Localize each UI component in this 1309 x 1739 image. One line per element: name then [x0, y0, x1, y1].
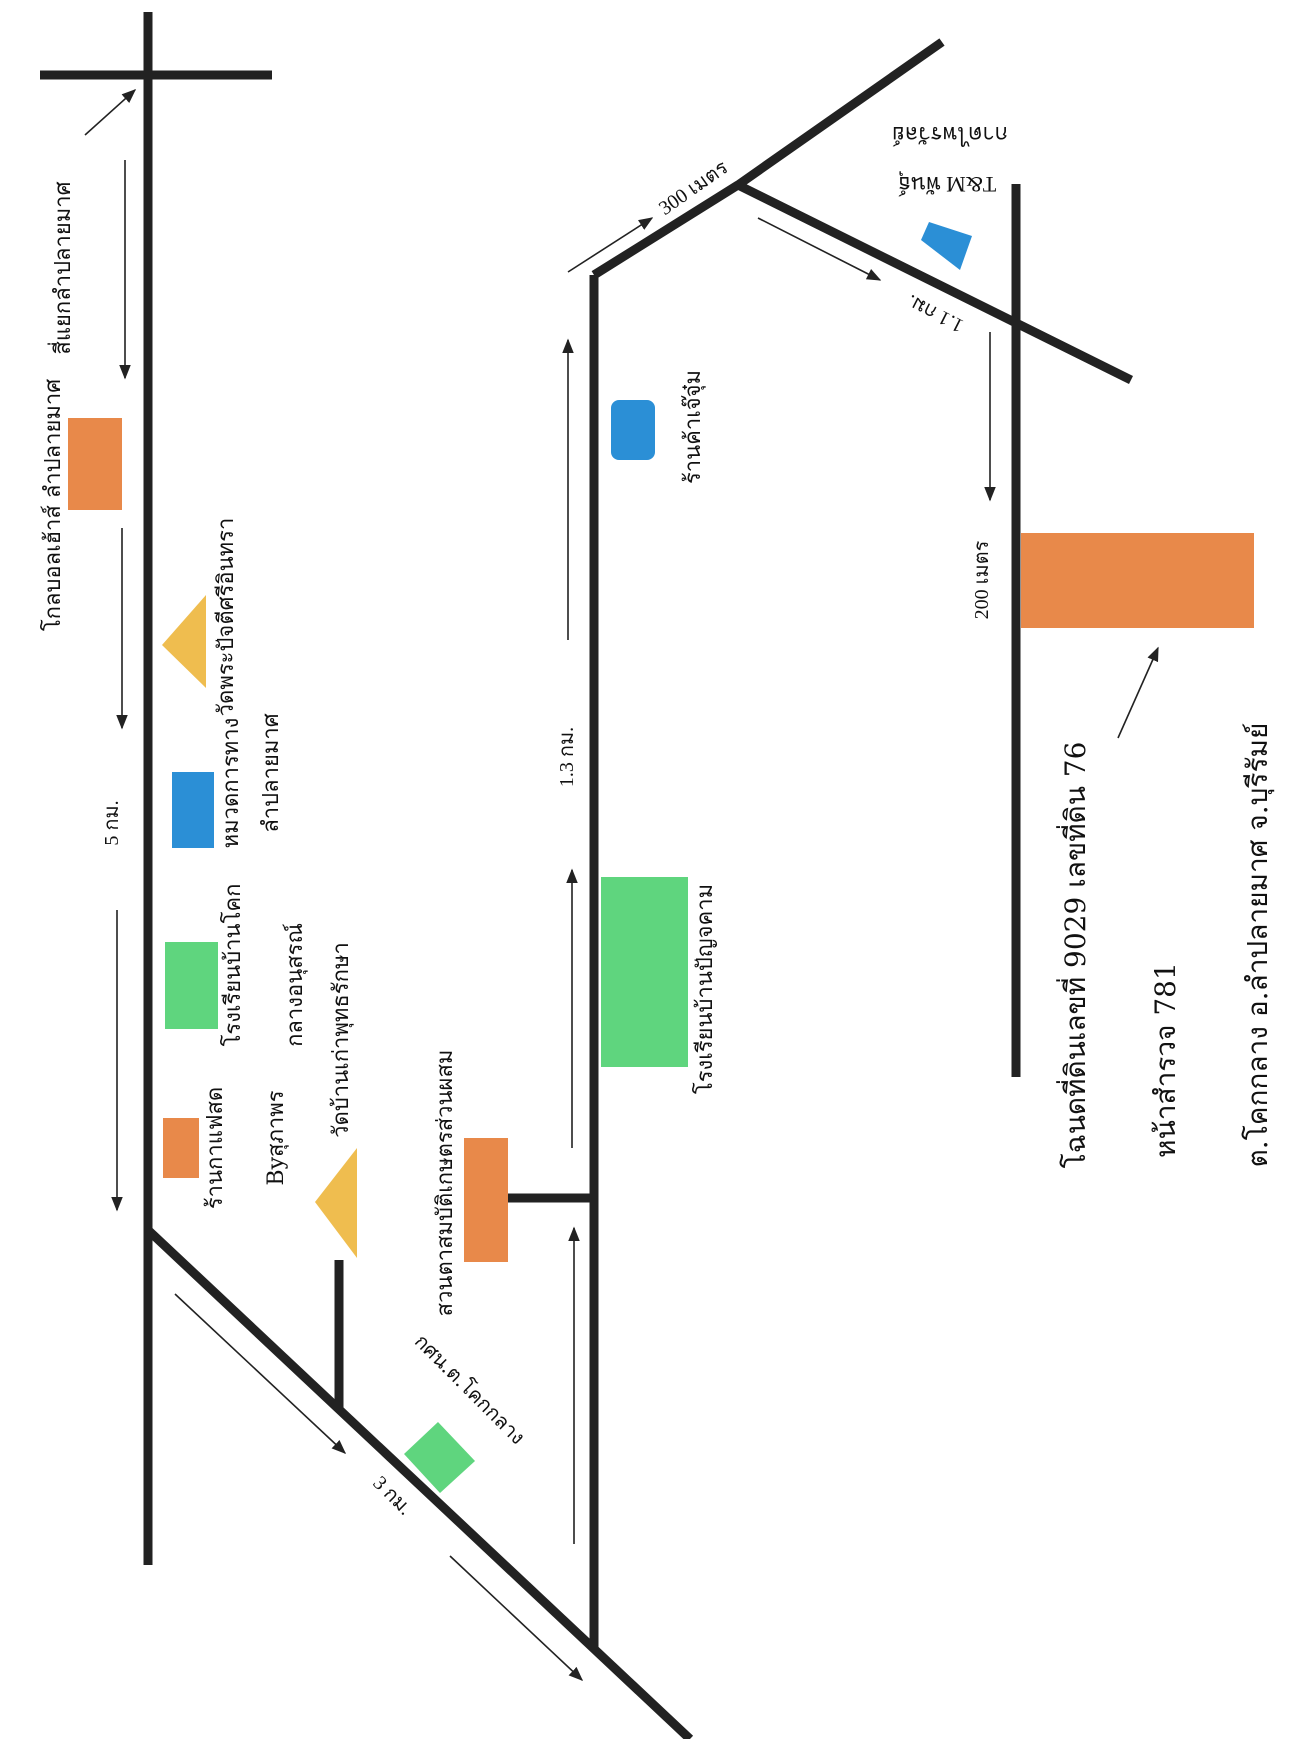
highway-dept-label-2: ลำปลายมาศ: [259, 713, 284, 832]
direction-arrows: [84, 89, 1159, 1681]
school-klang-box: [165, 942, 218, 1029]
dist-13km-label: 1.3 กม.: [556, 727, 578, 787]
arrow-tm: [757, 217, 882, 281]
arrow-upper: [567, 217, 654, 273]
hut-label: กาดไพรวัลย์: [892, 121, 1008, 147]
school-banpan-box: [601, 877, 688, 1067]
cafe-label-2: Byสุภาพร: [264, 1090, 289, 1185]
wat-phraputsri-label: วัดพระปัจตีศรีอินทรา: [214, 518, 239, 717]
deed-label: โฉนดที่ดินเลขที่ 9029 เลขที่ดิน 76: [1056, 742, 1092, 1169]
land-plot-box: [1021, 533, 1254, 628]
school-banpan-label: โรงเรียนบ้านปัญจคาม: [692, 884, 718, 1094]
wat-buddha-label: วัดบ้านเก่าพุทธรักษา: [329, 942, 354, 1138]
school-pong-label: กศน.ต.โคกกลาง: [410, 1329, 530, 1449]
cafe-label-1: ร้านกาแฟสด: [203, 1087, 228, 1209]
church-label: โกลบอลเฮ้าส์ ลำปลายมาศ: [40, 379, 66, 631]
shop-jum-label: ร้านค้าเจ๊จุ๋ม: [681, 370, 706, 484]
diagonal-road: [144, 1226, 694, 1739]
highway-dept-label-1: หมวดการทาง: [219, 718, 244, 849]
farm-label: สวนตาสมบัติเกษตรส่วนผสม: [433, 1050, 458, 1317]
highway-dept-box: [172, 772, 214, 848]
wat-phraputsri-temple-icon: [162, 595, 206, 688]
arrow-diagonal: [174, 1293, 347, 1454]
arrow-to-plot: [1117, 646, 1159, 739]
roads: [40, 12, 1134, 1739]
upper-diagonal-road: [591, 38, 945, 279]
school-klang-label-1: โรงเรียนบ้านโคก: [220, 884, 246, 1047]
shop-jum-box: [611, 400, 655, 460]
cafe-box: [163, 1118, 199, 1178]
tm-label: T&M พันธุ์: [898, 171, 997, 197]
labels: สี่แยกลำปลายมาศ โกลบอลเฮ้าส์ ลำปลายมาศ ว…: [40, 121, 1275, 1520]
church-box: [68, 418, 122, 510]
school-klang-label-2: กลางอนุสรณ์: [283, 923, 308, 1047]
landmarks: [68, 222, 1254, 1493]
location-label: ต.โคกกลาง อ.ลำปลายมาศ จ.บุรีรัมย์: [1241, 723, 1275, 1168]
survey-label: หน้าสำรวจ 781: [1149, 962, 1182, 1158]
wat-buddha-temple-icon: [315, 1148, 357, 1258]
tm-box: [921, 222, 972, 270]
dist-200m-label: 200 เมตร: [971, 540, 993, 619]
dist-5km-label: 5 กม.: [101, 800, 123, 845]
tm-road: [735, 180, 1134, 385]
junction-label: สี่แยกลำปลายมาศ: [47, 181, 76, 354]
farm-box: [464, 1138, 508, 1262]
arrow-to-junction: [84, 89, 137, 136]
school-pong-box: [404, 1422, 475, 1493]
arrow-diagonal-2: [449, 1555, 584, 1681]
